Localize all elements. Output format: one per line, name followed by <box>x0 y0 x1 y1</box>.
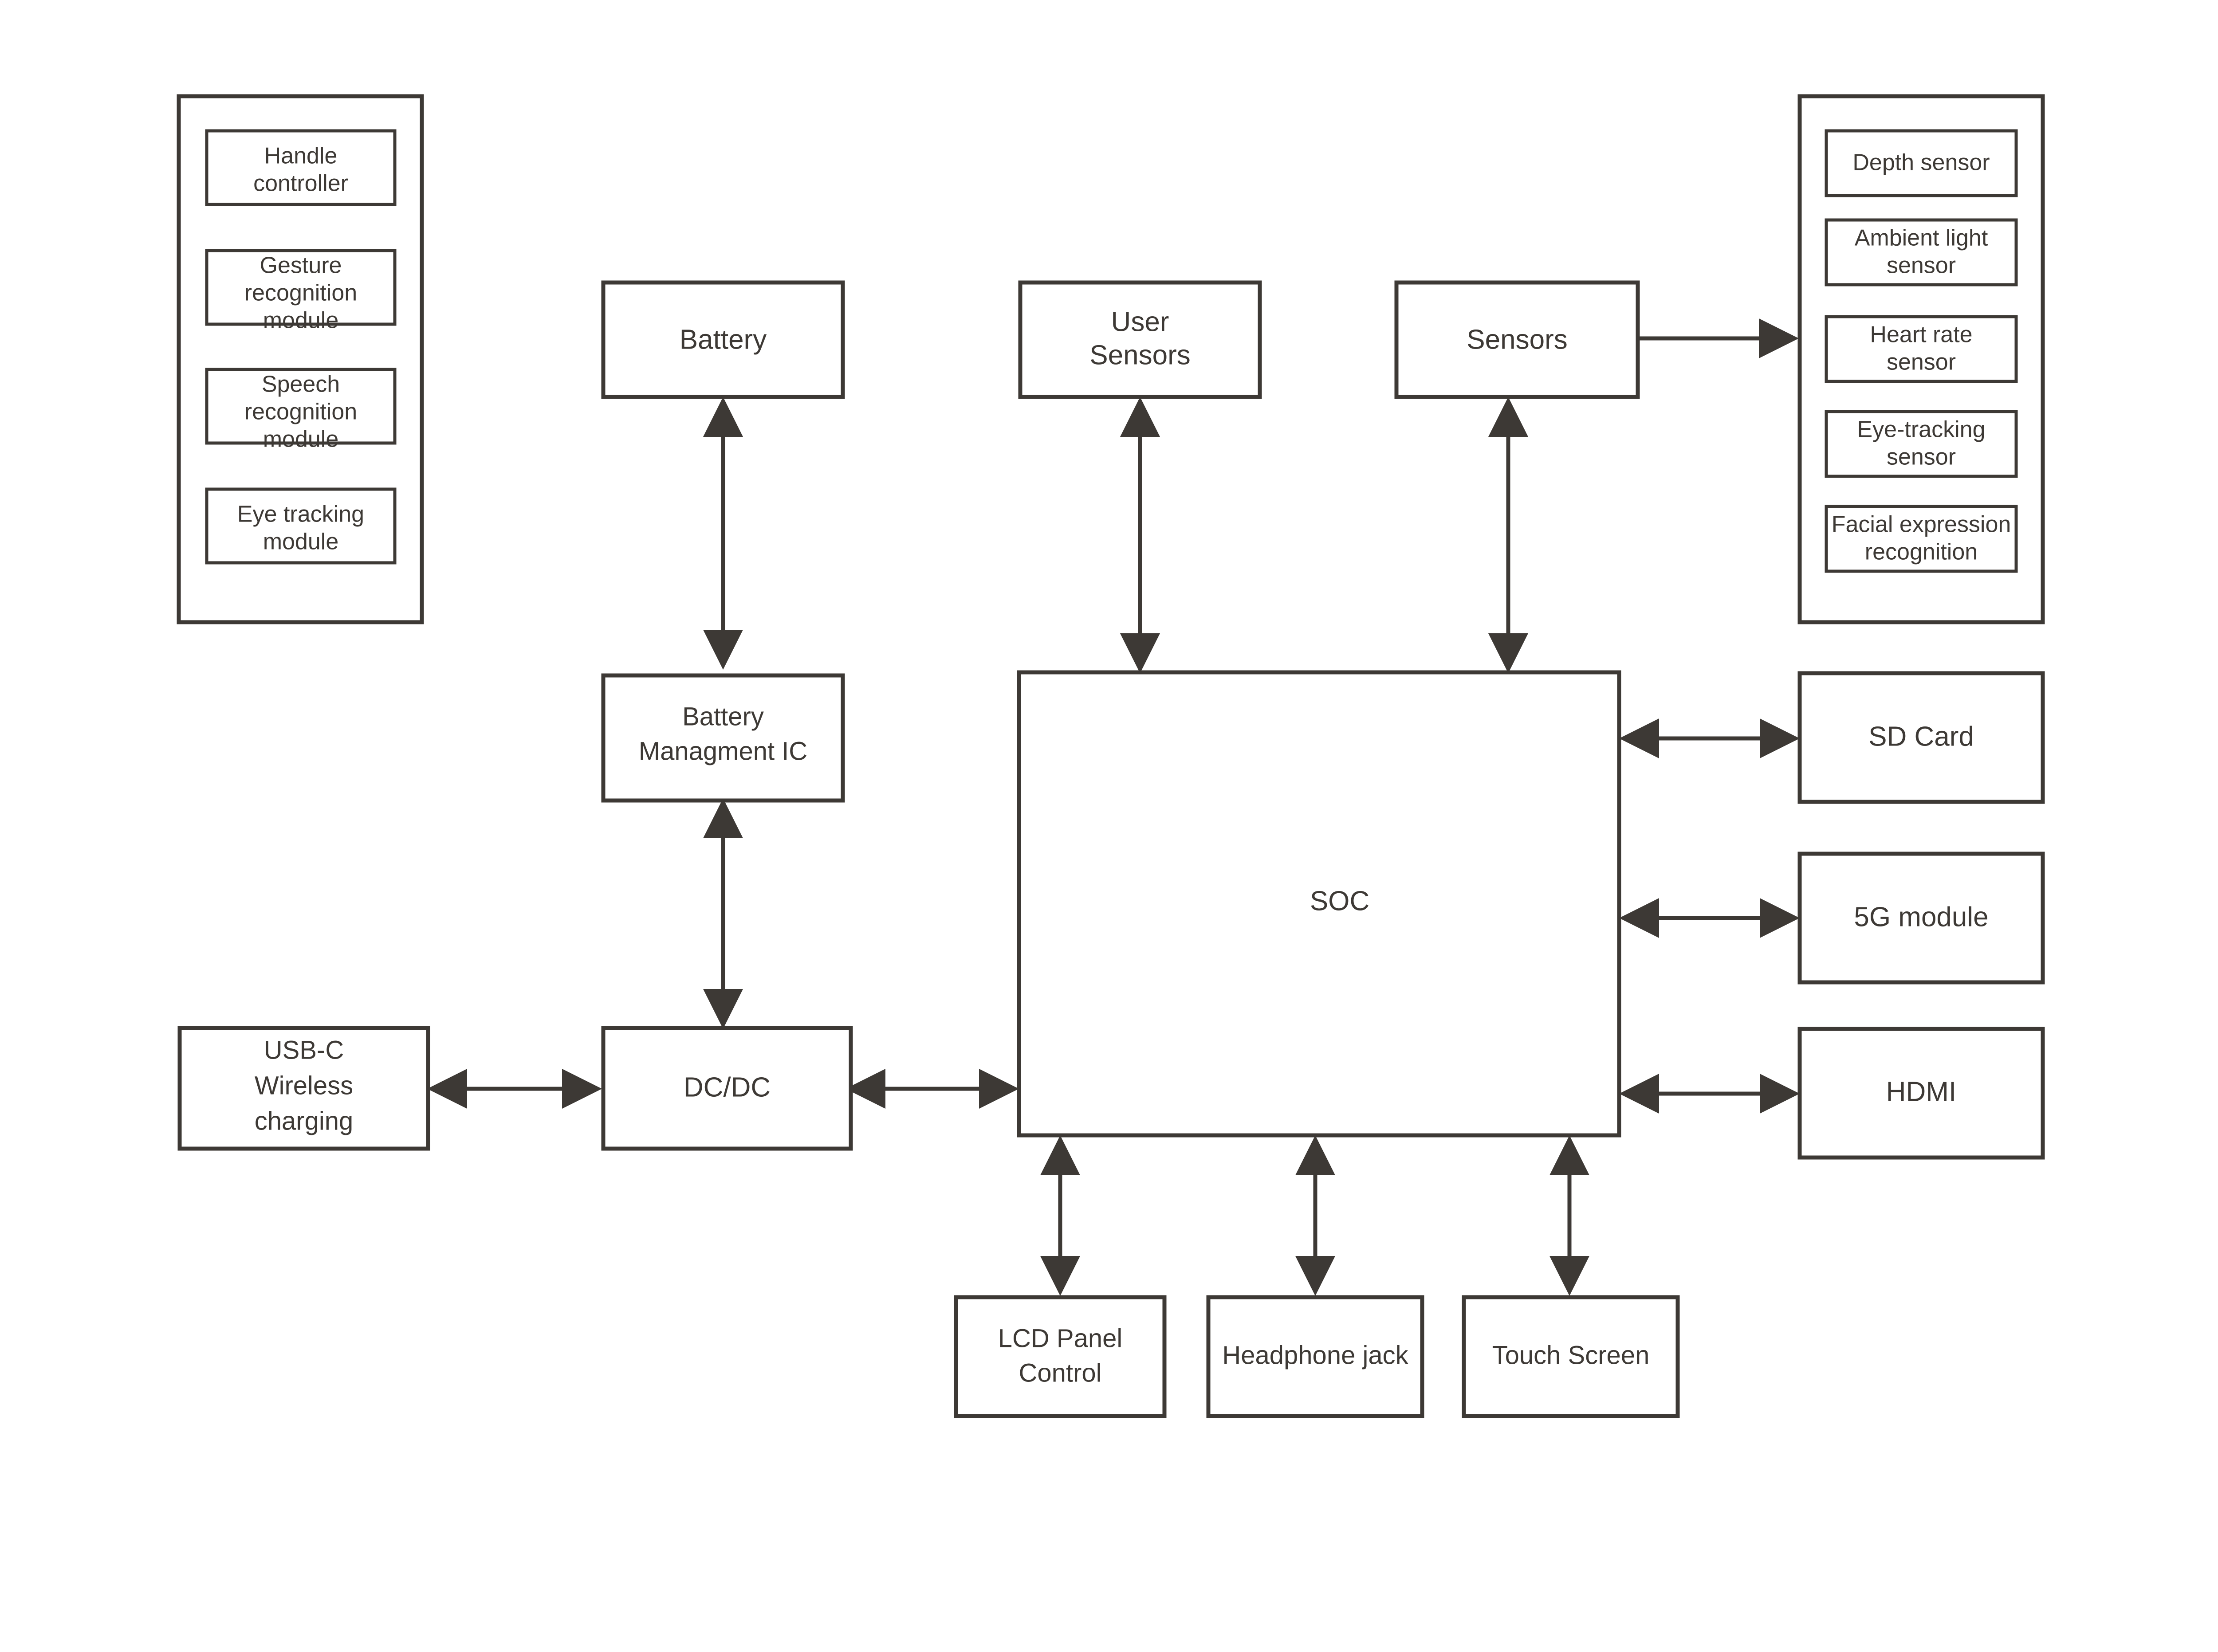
ambient-light-sensor-label-line2: sensor <box>1887 253 1956 279</box>
touch-screen-label: Touch Screen <box>1492 1341 1650 1369</box>
speech-recognition-label-line2: recognition <box>244 399 357 425</box>
speech-recognition-label-line3: module <box>263 427 339 452</box>
hdmi-label: HDMI <box>1886 1076 1956 1107</box>
input-module-handle-controller[interactable]: Handle controller <box>205 129 397 206</box>
connector-usbc-to-dcdc <box>427 1069 602 1109</box>
facial-expression-label-line2: recognition <box>1865 539 1978 565</box>
connector-dcdc-to-soc <box>846 1069 1019 1109</box>
gesture-recognition-label-line2: recognition <box>244 280 357 306</box>
speech-recognition-label-line1: Speech <box>262 372 340 397</box>
battery-label: Battery <box>680 324 767 355</box>
depth-sensor-label-line1: Depth sensor <box>1852 150 1990 176</box>
block-battery-management-ic[interactable]: Battery Managment IC <box>601 673 845 803</box>
eye-tracking-label-line2: module <box>263 529 339 555</box>
sensor-heart-rate[interactable]: Heart rate sensor <box>1825 315 2018 383</box>
heart-rate-sensor-label-line1: Heart rate <box>1870 322 1972 348</box>
connector-soc-to-touch-screen <box>1549 1135 1589 1296</box>
lcd-panel-label-line1: LCD Panel <box>998 1324 1122 1353</box>
block-sd-card[interactable]: SD Card <box>1797 671 2045 804</box>
sensor-facial-expression-recognition[interactable]: Facial expression recognition <box>1825 505 2018 573</box>
eye-tracking-label-line1: Eye tracking <box>237 502 364 527</box>
connector-soc-to-sd-card <box>1619 718 1800 758</box>
facial-expression-label-line1: Facial expression <box>1832 512 2011 538</box>
usbc-label-line3: charging <box>255 1107 353 1135</box>
block-headphone-jack[interactable]: Headphone jack <box>1206 1295 1424 1418</box>
heart-rate-sensor-label-line2: sensor <box>1887 349 1956 375</box>
connector-battery-to-bmic <box>703 397 743 670</box>
connector-soc-to-lcd-panel-control <box>1040 1135 1080 1296</box>
user-sensors-label-line1: User <box>1111 306 1169 337</box>
block-usb-c-wireless-charging[interactable]: USB-C Wireless charging <box>177 1026 430 1151</box>
input-module-gesture-recognition[interactable]: Gesture recognition module <box>205 249 397 334</box>
handle-controller-label-line2: controller <box>253 171 348 196</box>
block-hdmi[interactable]: HDMI <box>1797 1027 2045 1160</box>
bmic-label-line1: Battery <box>682 702 764 731</box>
dcdc-label: DC/DC <box>684 1072 771 1103</box>
input-module-speech-recognition[interactable]: Speech recognition module <box>205 368 397 452</box>
connector-soc-to-5g-module <box>1619 898 1800 938</box>
sensors-label: Sensors <box>1467 324 1567 355</box>
block-dc-dc[interactable]: DC/DC <box>601 1026 853 1151</box>
connector-sensors-to-soc <box>1488 397 1528 673</box>
usbc-label-line1: USB-C <box>264 1036 344 1064</box>
sensors-detail-group: Depth sensor Ambient light sensor Heart … <box>1797 94 2045 624</box>
connector-user-sensors-to-soc <box>1120 397 1160 673</box>
eye-tracking-sensor-label-line1: Eye-tracking <box>1857 417 1986 443</box>
5g-module-label: 5G module <box>1854 902 1988 932</box>
block-touch-screen[interactable]: Touch Screen <box>1462 1295 1680 1418</box>
block-sensors[interactable]: Sensors <box>1394 280 1640 399</box>
sd-card-label: SD Card <box>1868 721 1974 752</box>
block-user-sensors[interactable]: User Sensors <box>1018 280 1262 399</box>
connector-soc-to-headphone-jack <box>1295 1135 1335 1296</box>
block-soc[interactable]: SOC <box>1017 670 1621 1138</box>
handle-controller-label-line1: Handle <box>264 143 338 169</box>
gesture-recognition-label-line1: Gesture <box>260 253 342 279</box>
block-battery[interactable]: Battery <box>601 280 845 399</box>
connector-bmic-to-dcdc <box>703 798 743 1029</box>
usbc-label-line2: Wireless <box>255 1071 353 1100</box>
soc-label: SOC <box>1310 886 1369 916</box>
block-5g-module[interactable]: 5G module <box>1797 852 2045 985</box>
block-lcd-panel-control[interactable]: LCD Panel Control <box>954 1295 1167 1418</box>
sensor-ambient-light[interactable]: Ambient light sensor <box>1825 218 2018 286</box>
connector-sensors-to-sensors-group <box>1638 318 1799 358</box>
user-sensors-label-line2: Sensors <box>1089 340 1190 370</box>
input-modules-group: Handle controller Gesture recognition mo… <box>177 94 424 624</box>
sensor-depth[interactable]: Depth sensor <box>1825 129 2018 197</box>
sensor-eye-tracking[interactable]: Eye-tracking sensor <box>1825 410 2018 478</box>
eye-tracking-sensor-label-line2: sensor <box>1887 444 1956 470</box>
bmic-label-line2: Managment IC <box>639 737 807 765</box>
lcd-panel-label-line2: Control <box>1019 1358 1102 1387</box>
connector-soc-to-hdmi <box>1619 1074 1800 1114</box>
ambient-light-sensor-label-line1: Ambient light <box>1855 225 1988 251</box>
gesture-recognition-label-line3: module <box>263 308 339 334</box>
headphone-jack-label: Headphone jack <box>1222 1341 1408 1369</box>
input-module-eye-tracking[interactable]: Eye tracking module <box>205 487 397 565</box>
